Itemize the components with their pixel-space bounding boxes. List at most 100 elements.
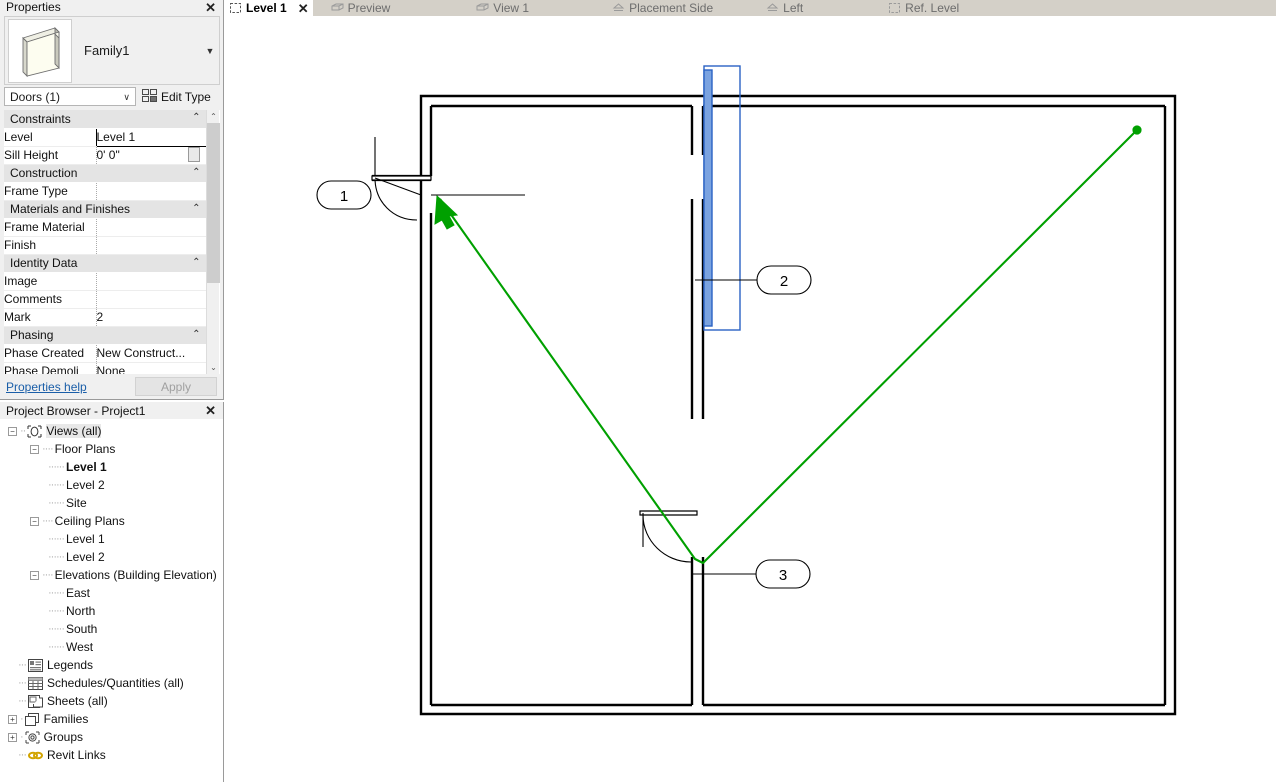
property-group-header[interactable]: Construction⌃: [4, 164, 207, 183]
tree-item-east[interactable]: ······ East: [0, 584, 223, 602]
tree-item-site[interactable]: ······ Site: [0, 494, 223, 512]
apply-button[interactable]: Apply: [135, 377, 217, 396]
property-group-header[interactable]: Phasing⌃: [4, 326, 207, 345]
property-value[interactable]: None: [95, 362, 207, 374]
property-row-frame-material[interactable]: Frame Material: [4, 218, 207, 237]
tree-item-label: Level 1: [65, 532, 105, 546]
collapse-icon[interactable]: ⌃: [192, 328, 201, 340]
tree-item-label: Floor Plans: [54, 442, 116, 456]
category-select[interactable]: Doors (1) ∨: [4, 87, 136, 106]
scroll-down-icon[interactable]: ⌄: [210, 363, 217, 372]
chevron-down-icon[interactable]: ▼: [205, 45, 215, 56]
collapse-icon[interactable]: ⌃: [192, 112, 201, 123]
property-row-sill-height[interactable]: Sill Height 0' 0": [4, 146, 207, 165]
group-label: Constraints: [10, 111, 71, 126]
property-value[interactable]: Level 1: [95, 127, 207, 147]
door-2-symbol-selected[interactable]: [703, 65, 741, 331]
tab-preview[interactable]: Preview: [327, 0, 395, 16]
tree-item-ceiling-level-2[interactable]: ······ Level 2: [0, 548, 223, 566]
green-annotation-line[interactable]: [434, 125, 1142, 565]
close-icon[interactable]: ✕: [205, 403, 216, 418]
door-tag-2[interactable]: 2: [695, 265, 812, 295]
close-icon[interactable]: ✕: [297, 0, 309, 16]
property-row-phase-created[interactable]: Phase Created New Construct...: [4, 344, 207, 363]
tab-left[interactable]: Left: [762, 0, 807, 16]
properties-help-link[interactable]: Properties help: [6, 379, 87, 394]
property-group-header[interactable]: Identity Data ⌃: [4, 254, 207, 273]
group-label: Identity Data: [10, 256, 78, 270]
property-value[interactable]: [95, 272, 207, 291]
tree-item-groups[interactable]: + · Groups: [0, 728, 223, 746]
property-row-mark[interactable]: Mark 2: [4, 308, 207, 327]
property-value[interactable]: [95, 182, 207, 201]
tree-connector: ······: [48, 641, 65, 653]
tree-item-south[interactable]: ······ South: [0, 620, 223, 638]
tab-level-1[interactable]: Level 1 ✕: [225, 0, 313, 16]
tree-item-families[interactable]: + · Families: [0, 710, 223, 728]
properties-scrollbar[interactable]: ⌃ ⌄: [206, 110, 220, 374]
property-group-header[interactable]: Materials and Finishes⌃: [4, 200, 207, 219]
property-row-level[interactable]: Level Level 1: [4, 127, 207, 147]
tab-placement-side[interactable]: Placement Side: [608, 0, 717, 16]
type-selector[interactable]: Family1 ▼: [4, 16, 220, 85]
close-icon[interactable]: ✕: [205, 0, 216, 15]
door-tag-3[interactable]: 3: [693, 559, 811, 589]
expand-toggle-icon[interactable]: −: [30, 516, 39, 526]
property-group-header[interactable]: Constraints ⌃: [4, 110, 207, 129]
tab-view-1[interactable]: View 1: [472, 0, 533, 16]
property-name: Frame Type: [4, 182, 96, 201]
property-row-frame-type[interactable]: Frame Type: [4, 182, 207, 201]
tree-connector: ······: [48, 533, 65, 545]
drawing-canvas[interactable]: 1 2 3: [225, 17, 1276, 782]
collapse-icon[interactable]: ⌃: [192, 166, 201, 178]
tree-item-legends[interactable]: ··· Legends: [0, 656, 223, 674]
tree-item-sheets[interactable]: ··· Sheets (all): [0, 692, 223, 710]
category-value: Doors (1): [10, 89, 61, 104]
tab-ref-level[interactable]: Ref. Level: [884, 0, 963, 16]
door-tag-3-label: 3: [779, 567, 787, 584]
property-row-phase-demolished[interactable]: Phase Demoli None: [4, 362, 207, 374]
tree-item-schedules[interactable]: ··· Schedules/Quantities (all): [0, 674, 223, 692]
tree-item-label: Sheets (all): [47, 694, 108, 708]
property-value[interactable]: [95, 218, 207, 237]
property-name: Level: [4, 128, 96, 147]
tree-item-floor-level-2[interactable]: ······ Level 2: [0, 476, 223, 494]
tree-item-ceiling-plans[interactable]: − ···· Ceiling Plans: [0, 512, 223, 530]
property-row-image[interactable]: Image: [4, 272, 207, 291]
tree-item-elevations[interactable]: − ···· Elevations (Building Elevation): [0, 566, 223, 584]
tree-item-floor-plans[interactable]: − ···· Floor Plans: [0, 440, 223, 458]
expand-toggle-icon[interactable]: −: [8, 426, 17, 436]
family-thumbnail: [8, 18, 72, 83]
property-value[interactable]: New Construct...: [95, 344, 207, 363]
expand-toggle-icon[interactable]: +: [8, 732, 17, 742]
groups-icon: [25, 731, 40, 744]
tree-item-ceiling-level-1[interactable]: ······ Level 1: [0, 530, 223, 548]
property-value[interactable]: 0' 0": [95, 146, 207, 165]
edit-type-button[interactable]: Edit Type: [142, 88, 211, 105]
expand-toggle-icon[interactable]: −: [30, 570, 39, 580]
property-row-comments[interactable]: Comments: [4, 290, 207, 309]
tree-item-west[interactable]: ······ West: [0, 638, 223, 656]
scroll-up-icon[interactable]: ⌃: [210, 112, 217, 121]
door-tag-1[interactable]: 1: [316, 177, 525, 210]
door-1-symbol[interactable]: [371, 137, 432, 221]
property-row-finish[interactable]: Finish: [4, 236, 207, 255]
property-value[interactable]: [95, 236, 207, 255]
collapse-icon[interactable]: ⌃: [192, 202, 201, 214]
property-value[interactable]: 2: [95, 308, 207, 327]
scrollbar-thumb[interactable]: [207, 123, 220, 283]
collapse-icon[interactable]: ⌃: [192, 256, 201, 268]
tree-item-floor-level-1[interactable]: ······ Level 1: [0, 458, 223, 476]
property-value[interactable]: [95, 290, 207, 309]
property-name: Frame Material: [4, 218, 96, 237]
elevation-icon: [612, 2, 625, 14]
tree-item-north[interactable]: ······ North: [0, 602, 223, 620]
tree-item-revit-links[interactable]: ··· Revit Links: [0, 746, 223, 764]
tree-connector: ····: [42, 515, 54, 527]
expand-toggle-icon[interactable]: +: [8, 714, 17, 724]
expand-toggle-icon[interactable]: −: [30, 444, 39, 454]
sill-height-spinner[interactable]: [188, 147, 200, 162]
door-3-symbol[interactable]: [639, 510, 698, 563]
tree-item-views-all[interactable]: − ·· Views (all): [0, 422, 223, 440]
